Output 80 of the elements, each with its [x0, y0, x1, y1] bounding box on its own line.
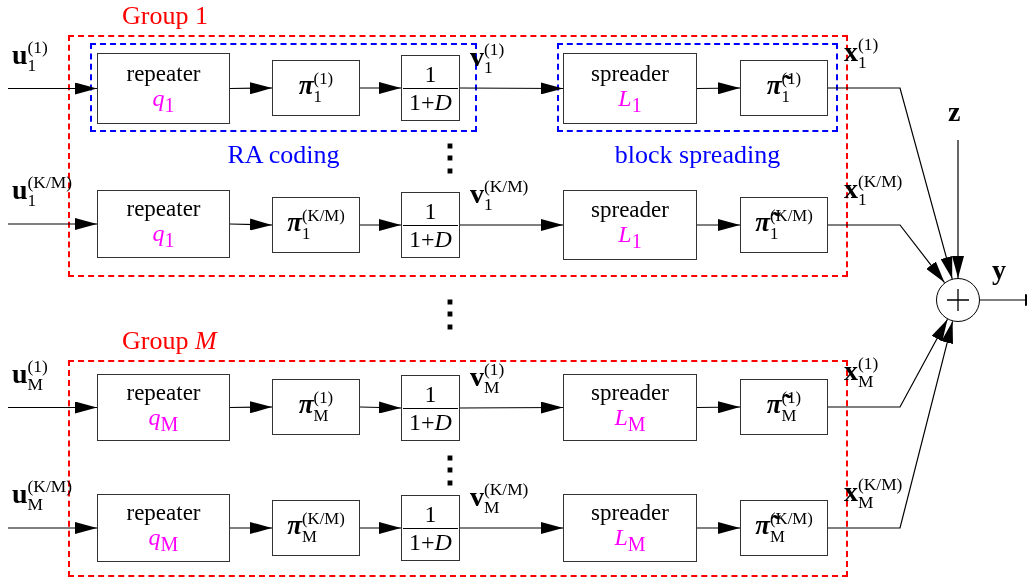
process-box [272, 60, 360, 116]
process-box [272, 197, 360, 253]
process-box [97, 494, 230, 562]
group-caption: RA coding [227, 140, 340, 170]
group-title: Group 1 [122, 1, 208, 31]
ellipsis-dots: ⋮ [432, 296, 468, 332]
parameter-label: q$_{M}$ [148, 404, 179, 435]
parameter-label: q$_{M}$ [148, 525, 179, 555]
process-box [97, 374, 230, 441]
arrow [827, 320, 954, 529]
group-caption: block spreading [614, 140, 781, 170]
group-title: Group M [122, 326, 217, 356]
arrow [7, 218, 98, 230]
ellipsis-dots: ⋮ [432, 140, 468, 176]
block-label: repeater [126, 380, 201, 405]
numerator: 1 [423, 198, 438, 225]
process-box [272, 379, 360, 435]
arrow [229, 218, 273, 231]
process-box [740, 500, 828, 556]
parameter-label: L$_{M}$ [614, 404, 646, 435]
process-box [272, 500, 360, 556]
denominator: 1+D [403, 407, 458, 435]
arrow [359, 522, 402, 534]
parameter-label: L$_{M}$ [614, 525, 646, 555]
ellipsis-dots: ⋮ [432, 452, 468, 488]
arrow [7, 401, 98, 414]
arrow [696, 401, 741, 414]
process-box [563, 494, 697, 562]
arrow [696, 82, 741, 95]
block-label: repeater [126, 61, 201, 86]
summing-junction-circle [936, 278, 980, 322]
numerator: 1 [423, 61, 438, 88]
block-label: spreader [591, 198, 669, 223]
arrow [7, 82, 98, 95]
arrow [359, 82, 402, 94]
signal-label: z [948, 98, 961, 126]
arrow [696, 522, 741, 534]
transfer-function-box [401, 375, 460, 441]
parameter-label: L$_{1}$ [618, 85, 642, 116]
arrow [229, 522, 273, 534]
process-box [563, 190, 697, 260]
transfer-function-box [401, 192, 460, 258]
process-box [563, 53, 697, 124]
arrow [459, 219, 564, 231]
process-box [740, 60, 828, 116]
parameter-label: L$_{1}$ [618, 222, 642, 252]
signal-label: y [992, 256, 1006, 284]
block-label: spreader [591, 501, 669, 526]
block-label: spreader [591, 61, 669, 86]
arrow [827, 318, 949, 408]
arrow [229, 401, 273, 414]
denominator: 1+D [403, 224, 458, 252]
denominator: 1+D [403, 87, 458, 115]
arrow [952, 139, 964, 279]
parameter-label: q$_{1}$ [152, 221, 175, 251]
numerator: 1 [423, 381, 438, 408]
arrow [827, 224, 946, 284]
arrow [459, 522, 564, 534]
arrow [827, 87, 953, 280]
process-box [740, 379, 828, 435]
block-label: spreader [591, 380, 669, 405]
block-label: repeater [126, 197, 201, 222]
process-box [563, 374, 697, 441]
arrow [459, 401, 564, 414]
arrow [979, 294, 1027, 306]
arrow [359, 219, 402, 231]
denominator: 1+D [403, 527, 458, 555]
arrow [7, 522, 98, 534]
block-label: repeater [126, 501, 201, 526]
transfer-function-box [401, 495, 460, 561]
parameter-label: q$_{1}$ [152, 85, 175, 116]
process-box [97, 190, 230, 258]
arrow [359, 401, 402, 414]
process-box [97, 53, 230, 124]
arrow [696, 219, 741, 231]
numerator: 1 [423, 501, 438, 528]
transfer-function-box [401, 55, 460, 121]
arrow [459, 82, 564, 95]
process-box [740, 197, 828, 253]
arrow [229, 82, 273, 95]
